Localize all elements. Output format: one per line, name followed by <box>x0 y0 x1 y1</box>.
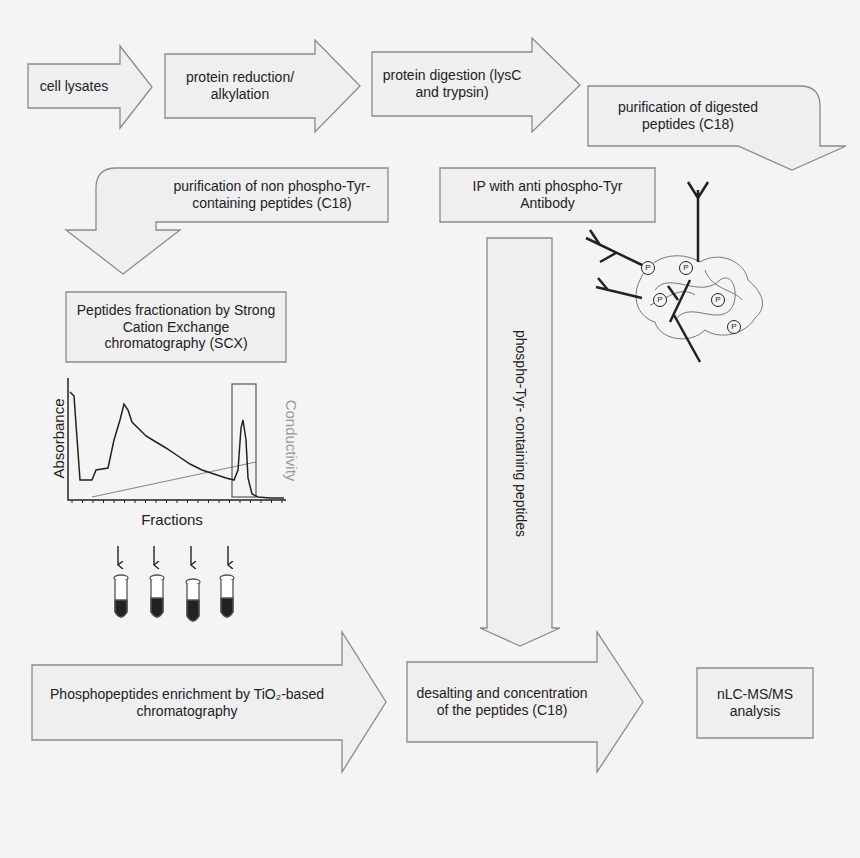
step-label: desalting and concentration of the pepti… <box>413 685 591 719</box>
step-label: phospho-Tyr- containing peptides <box>511 329 528 536</box>
step-text: Phosphopeptides enrichment by TiO₂-based… <box>32 665 342 740</box>
flow-step: purification of digested peptides (C18) <box>588 86 850 170</box>
step-text: Peptides fractionation by Strong Cation … <box>66 292 286 362</box>
phospho-mark: P <box>653 293 667 307</box>
step-label: protein reduction/ alkylation <box>171 69 309 103</box>
flow-step: IP with anti phospho-Tyr Antibody <box>440 168 655 222</box>
step-label: protein digestion (lysC and trypsin) <box>378 67 526 101</box>
arrow-shape <box>32 632 386 772</box>
step-label: Phosphopeptides enrichment by TiO₂-based… <box>38 686 336 720</box>
flow-step: Peptides fractionation by Strong Cation … <box>66 292 286 362</box>
flow-step: desalting and concentration of the pepti… <box>407 632 643 772</box>
phospho-mark: P <box>641 261 655 275</box>
step-text: desalting and concentration of the pepti… <box>407 662 597 742</box>
flow-step: Phosphopeptides enrichment by TiO₂-based… <box>32 632 386 772</box>
flow-step: protein digestion (lysC and trypsin) <box>372 38 580 132</box>
step-text: purification of non phospho-Tyr- contain… <box>156 168 388 222</box>
step-label: Peptides fractionation by Strong Cation … <box>72 302 280 352</box>
step-text: cell lysates <box>28 64 120 108</box>
flow-step: nLC-MS/MS analysis <box>697 668 813 738</box>
step-label: purification of non phospho-Tyr- contain… <box>162 178 382 212</box>
flow-arrow-vertical: phospho-Tyr- containing peptides <box>480 238 560 646</box>
step-text: protein reduction/ alkylation <box>165 54 315 118</box>
phospho-mark: P <box>711 293 725 307</box>
step-text: IP with anti phospho-Tyr Antibody <box>440 168 655 222</box>
axis-label: Fractions <box>141 511 203 528</box>
flow-step: protein reduction/ alkylation <box>165 40 360 132</box>
step-text: phospho-Tyr- containing peptides <box>487 238 552 628</box>
scx-chart <box>68 378 286 503</box>
axis-label: Absorbance <box>50 398 67 478</box>
step-label: cell lysates <box>40 78 108 95</box>
step-text: purification of digested peptides (C18) <box>588 86 788 146</box>
step-label: IP with anti phospho-Tyr Antibody <box>446 178 649 212</box>
tubes <box>114 575 234 621</box>
fraction-arrows <box>118 546 228 565</box>
phospho-mark: P <box>727 320 741 334</box>
axis-label: Conductivity <box>283 399 300 481</box>
step-text: protein digestion (lysC and trypsin) <box>372 52 532 116</box>
step-text: nLC-MS/MS analysis <box>697 668 813 738</box>
step-label: nLC-MS/MS analysis <box>703 686 807 720</box>
phospho-mark: P <box>679 261 693 275</box>
flow-step: cell lysates <box>28 46 152 128</box>
flow-step: purification of non phospho-Tyr- contain… <box>66 168 390 276</box>
step-label: purification of digested peptides (C18) <box>594 99 782 133</box>
